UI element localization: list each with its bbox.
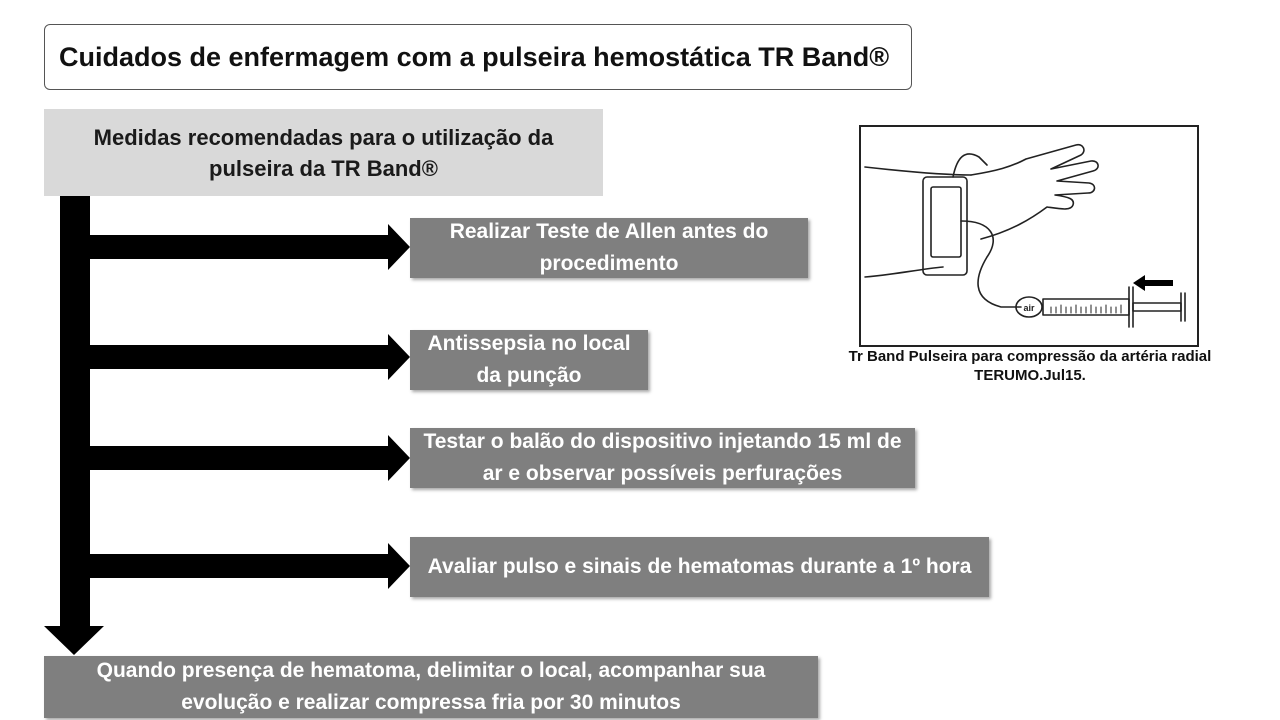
step-box-1: Realizar Teste de Allen antes do procedi…: [410, 218, 808, 278]
device-illustration: air: [859, 125, 1199, 347]
branch-arrow-4-shaft: [88, 554, 390, 578]
branch-arrow-2-head: [388, 334, 410, 380]
step-box-4: Avaliar pulso e sinais de hematomas dura…: [410, 537, 989, 597]
page-title: Cuidados de enfermagem com a pulseira he…: [59, 41, 890, 72]
push-direction-arrow-icon: [1133, 275, 1173, 291]
branch-arrow-1-shaft: [88, 235, 390, 259]
branch-arrow-1-head: [388, 224, 410, 270]
illustration-caption: Tr Band Pulseira para compressão da arté…: [848, 348, 1212, 384]
wrist-band-syringe-drawing: air: [864, 143, 1186, 328]
branch-arrow-3-shaft: [88, 446, 390, 470]
wrist-band: [922, 176, 968, 276]
step-box-2: Antissepsia no local da punção: [410, 330, 648, 390]
final-box: Quando presença de hematoma, delimitar o…: [44, 656, 818, 718]
hand-outline: [970, 143, 1099, 240]
band-tube-top: [952, 153, 988, 178]
connection-tube: [960, 220, 1022, 308]
down-arrow-head: [44, 626, 104, 655]
branch-arrow-4-head: [388, 543, 410, 589]
syringe-graduations: [1050, 304, 1122, 314]
band-window: [930, 186, 962, 258]
title-box: Cuidados de enfermagem com a pulseira he…: [44, 24, 912, 90]
vertical-trunk: [60, 196, 90, 630]
valve-body: [1015, 296, 1043, 318]
syringe-plunger: [1132, 302, 1182, 312]
arm-outline: [864, 166, 972, 278]
valve-label: air: [1023, 303, 1035, 313]
branch-arrow-2-shaft: [88, 345, 390, 369]
step-box-3: Testar o balão do dispositivo injetando …: [410, 428, 915, 488]
branch-arrow-3-head: [388, 435, 410, 481]
header-box: Medidas recomendadas para o utilização d…: [44, 109, 603, 196]
